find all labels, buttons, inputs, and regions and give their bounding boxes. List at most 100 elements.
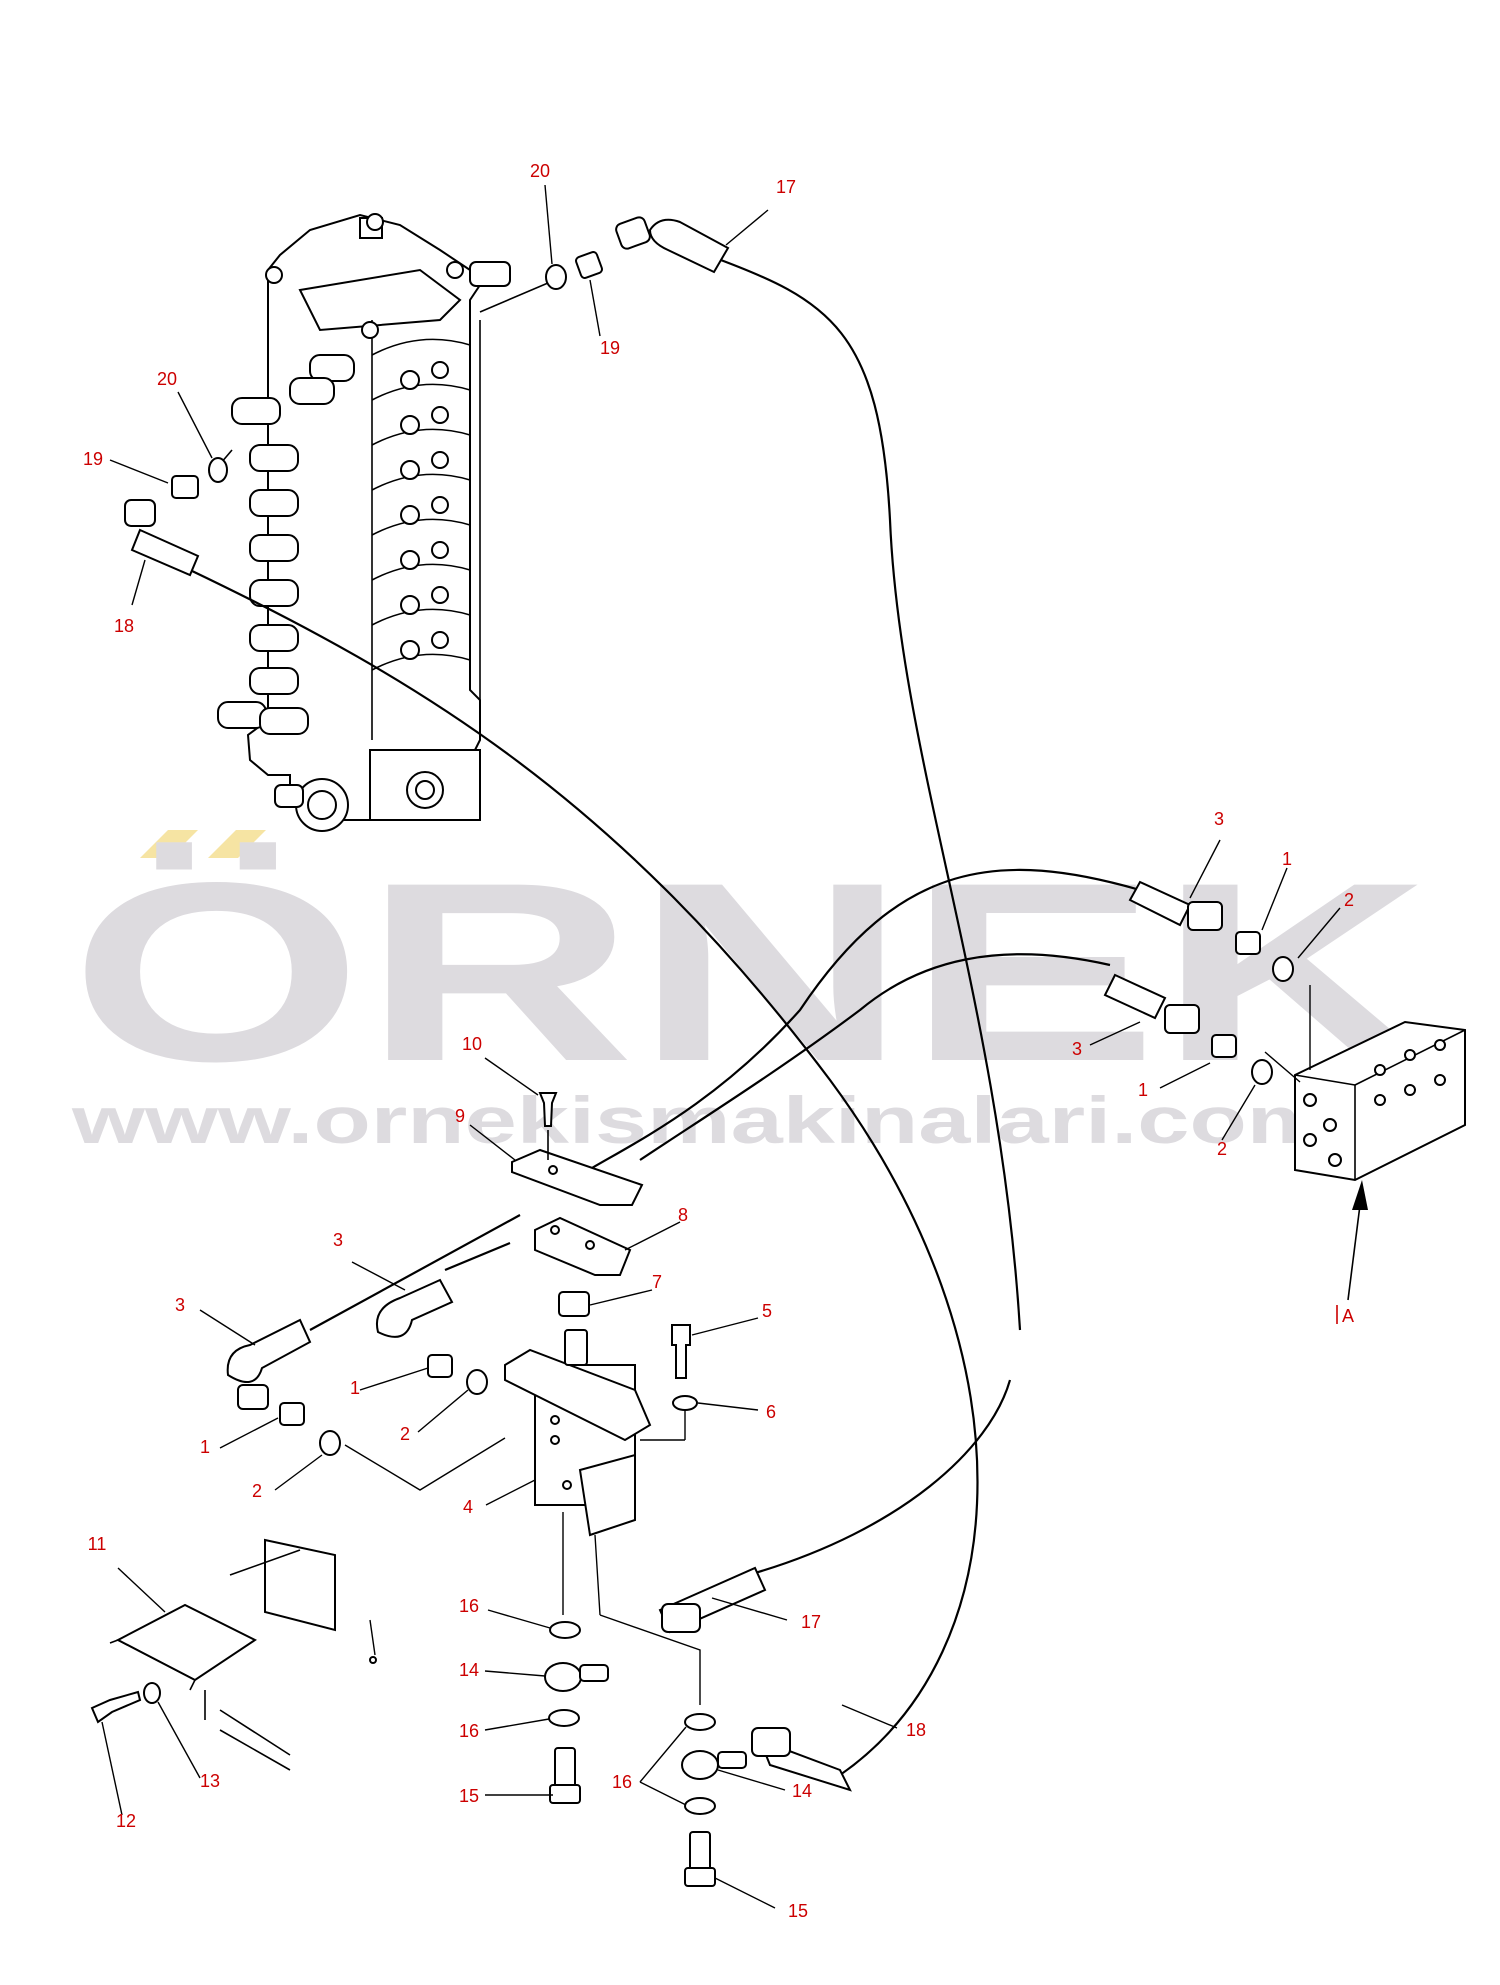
callout-2-r2: 2 (1217, 1139, 1227, 1159)
hoses (189, 254, 1141, 1776)
adapter-19-left (171, 475, 199, 499)
left-lower-fittings (226, 1278, 506, 1491)
callout-2-r1: 2 (1344, 890, 1354, 910)
nut-17-bottom (661, 1603, 701, 1633)
bolt-15-b (689, 1831, 711, 1873)
callout-18-bot: 18 (906, 1720, 926, 1740)
o-ring-20-left (208, 457, 228, 483)
hose-18-long (189, 569, 979, 1776)
nut-3-r1 (1187, 901, 1223, 931)
valve-left-spools (217, 354, 355, 735)
hose-end-3-r2 (1103, 973, 1167, 1020)
lower-fittings (544, 1512, 852, 1887)
bolt-15-b-head (684, 1867, 716, 1887)
left-fittings (124, 449, 233, 577)
washer-16-b (548, 1709, 580, 1727)
view-a-letter: A (1342, 1306, 1354, 1326)
adapter-1-l1 (279, 1402, 305, 1426)
hose-17-bottom (754, 1379, 1012, 1575)
cover-11 (115, 1603, 257, 1682)
hose-end-3-r1 (1128, 880, 1192, 927)
callout-5: 5 (762, 1301, 772, 1321)
banjo-14-a-stem (579, 1664, 609, 1682)
callout-13: 13 (200, 1771, 220, 1791)
port-block-a (1264, 985, 1466, 1301)
valve-plunger-4 (564, 1329, 588, 1366)
bolt-12 (90, 1690, 142, 1724)
callout-20-top: 20 (530, 161, 550, 181)
hose-3-left-upper (309, 1214, 521, 1331)
callout-3-l1: 3 (333, 1230, 343, 1250)
callouts: 20 17 19 20 19 18 3 1 2 3 1 2 10 9 8 7 5… (83, 161, 1354, 1921)
bolt-15-a-head (549, 1784, 581, 1804)
o-ring-2-l2 (466, 1369, 488, 1395)
adapter-19-top (575, 251, 603, 279)
hose-3-right-upper (591, 868, 1141, 1169)
valve-base-block (274, 749, 481, 832)
nut-18-bottom (751, 1727, 791, 1757)
elbow-3-l2 (376, 1278, 454, 1338)
callout-1-l2: 1 (200, 1437, 210, 1457)
view-a-label: A (1336, 1305, 1354, 1326)
bracket-9 (511, 1148, 644, 1206)
callout-10: 10 (462, 1034, 482, 1054)
valve-lower-block-4 (578, 1453, 636, 1537)
hose-end-17-top (648, 218, 730, 274)
callout-1-r1: 1 (1282, 849, 1292, 869)
callout-3-l2: 3 (175, 1295, 185, 1315)
valve-flange-4 (504, 1348, 652, 1442)
bolt-15-a (554, 1747, 576, 1789)
callout-20-left: 20 (157, 369, 177, 389)
callout-9: 9 (455, 1106, 465, 1126)
adapter-1-l2 (427, 1354, 453, 1378)
elbow-18-left (124, 499, 156, 527)
watermark-accent-left (140, 830, 198, 858)
callout-3-r1: 3 (1214, 809, 1224, 829)
washer-6 (672, 1395, 698, 1411)
callout-14-b: 14 (792, 1781, 812, 1801)
washer-16-a (549, 1621, 581, 1639)
callout-16-b: 16 (459, 1721, 479, 1741)
callout-16-a: 16 (459, 1596, 479, 1616)
watermark-accent-right (208, 830, 266, 858)
callout-18-left: 18 (114, 616, 134, 636)
watermark-url: www.ornekismakinalari.com.tr (71, 1083, 1424, 1157)
washer-16-d (684, 1797, 716, 1815)
bolt-5 (671, 1324, 691, 1379)
callout-6: 6 (766, 1402, 776, 1422)
elbow-3-l1 (226, 1318, 312, 1383)
nut-7 (558, 1291, 590, 1317)
valve-bolts (265, 213, 464, 339)
banjo-14-b-stem (717, 1751, 747, 1769)
callout-4: 4 (463, 1497, 473, 1517)
callout-12: 12 (116, 1811, 136, 1831)
callout-2-l2: 2 (252, 1481, 262, 1501)
banjo-14-a (544, 1662, 582, 1692)
hose-end-18-left (130, 528, 200, 577)
o-ring-2-l1 (319, 1430, 341, 1456)
valve-sections (371, 320, 481, 740)
callout-15-a: 15 (459, 1786, 479, 1806)
o-ring-2-r1 (1272, 956, 1294, 982)
callout-2-l1: 2 (400, 1424, 410, 1444)
callout-17-bot: 17 (801, 1612, 821, 1632)
o-ring-2-r2 (1251, 1059, 1273, 1085)
leader-lines (101, 184, 1341, 1909)
callout-8: 8 (678, 1205, 688, 1225)
callout-11: 11 (88, 1534, 107, 1554)
callout-17-top: 17 (776, 177, 796, 197)
adapter-1-r1 (1235, 931, 1261, 955)
top-fittings (479, 216, 730, 313)
watermark: ÖRNEK www.ornekismakinalari.com.tr (70, 830, 1430, 1157)
hose-17-long (709, 254, 1022, 1331)
callout-16-c: 16 (612, 1772, 632, 1792)
washer-13 (143, 1682, 161, 1704)
screw-10 (538, 1092, 558, 1127)
mount-bracket (90, 1538, 377, 1771)
valve-top-cap (298, 268, 462, 332)
valve-top-right-port (469, 261, 511, 287)
callout-14-a: 14 (459, 1660, 479, 1680)
view-a-arrowhead (1352, 1180, 1368, 1210)
control-valve (217, 213, 511, 832)
